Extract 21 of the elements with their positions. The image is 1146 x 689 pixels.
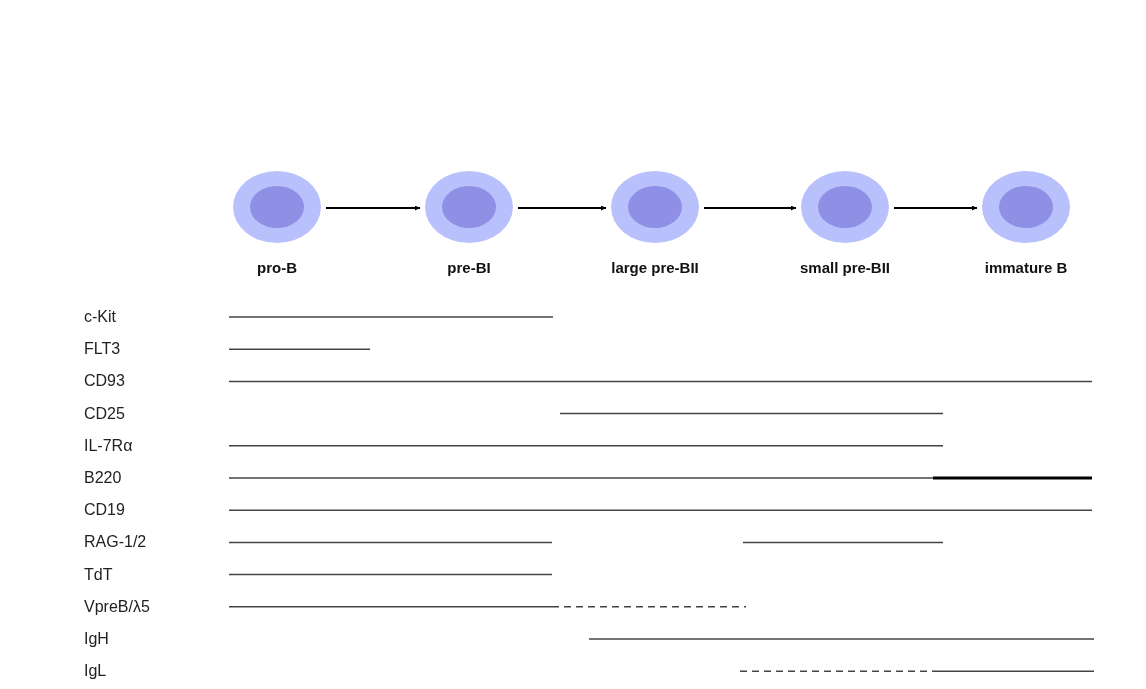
cell-label: pro-B: [257, 258, 297, 278]
marker-label: c-Kit: [84, 309, 116, 325]
arrow: [325, 205, 421, 211]
marker-label: IgH: [84, 631, 109, 647]
cell-label: small pre-BII: [800, 258, 890, 278]
marker-label: FLT3: [84, 341, 121, 358]
cell-label: immature B: [984, 258, 1068, 278]
marker-label: CD25: [84, 405, 125, 422]
arrow: [893, 205, 978, 211]
cell-label: large pre-BII: [611, 258, 699, 278]
arrow: [703, 205, 797, 211]
marker-label: IL-7Rα: [84, 437, 133, 454]
marker-label: CD93: [84, 373, 125, 390]
marker-label: VpreB/λ5: [84, 598, 150, 615]
marker-label: RAG-1/2: [84, 534, 147, 551]
arrow: [517, 205, 607, 211]
marker-label: CD19: [84, 502, 125, 519]
marker-label: TdT: [84, 566, 113, 583]
cell-label: pre-BI: [447, 258, 491, 278]
marker-label: B220: [84, 470, 122, 486]
marker-label: IgL: [84, 663, 107, 680]
